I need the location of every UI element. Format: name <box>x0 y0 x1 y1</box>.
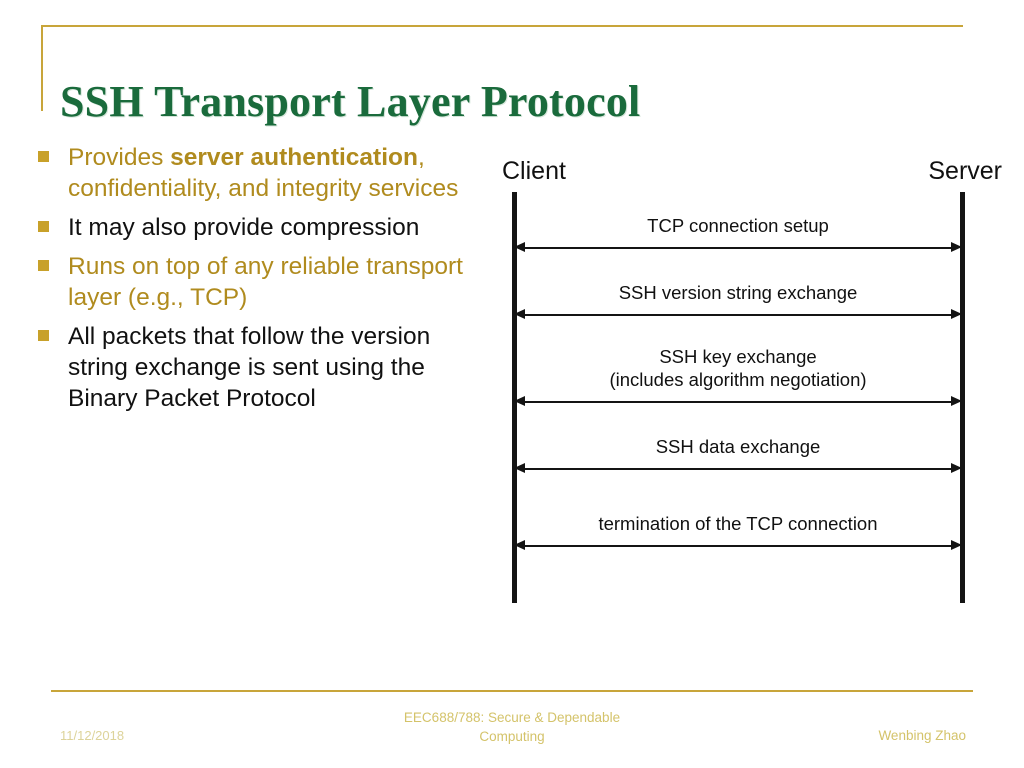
footer-divider <box>51 690 973 692</box>
arrow-head-right-icon <box>951 242 962 252</box>
footer-date: 11/12/2018 <box>60 728 125 743</box>
list-item: Runs on top of any reliable transport la… <box>30 251 490 313</box>
page-title: SSH Transport Layer Protocol <box>60 77 641 127</box>
arrow-shaft <box>521 401 955 403</box>
square-bullet-icon <box>38 330 49 341</box>
arrow-shaft <box>521 468 955 470</box>
arrow-head-left-icon <box>514 242 525 252</box>
arrow-head-right-icon <box>951 309 962 319</box>
message-3-arrow <box>514 396 962 407</box>
arrow-head-right-icon <box>951 396 962 406</box>
bullet-list: Provides server authentication, confiden… <box>30 142 490 422</box>
arrow-head-right-icon <box>951 463 962 473</box>
footer-course-line1: EEC688/788: Secure & Dependable <box>403 710 621 725</box>
arrow-head-right-icon <box>951 540 962 550</box>
message-5-arrow <box>514 540 962 551</box>
message-3-label-line2: (includes algorithm negotiation) <box>609 369 867 390</box>
message-4-arrow <box>514 463 962 474</box>
bullet-1-segment-2: server authentication <box>170 144 418 171</box>
arrow-shaft <box>521 545 955 547</box>
footer-author: Wenbing Zhao <box>878 728 966 743</box>
sequence-diagram: Client Server TCP connection setup SSH v… <box>502 148 1008 610</box>
arrow-head-left-icon <box>514 540 525 550</box>
message-1-label: TCP connection setup <box>647 215 829 236</box>
bullet-text-4: All packets that follow the version stri… <box>68 323 431 412</box>
bullet-text-2: It may also provide compression <box>68 214 420 241</box>
bullet-1-segment-3: , confidentiality, and integrity service… <box>68 144 459 202</box>
actor-label-server: Server <box>928 157 1002 185</box>
list-item: It may also provide compression <box>30 212 490 243</box>
arrow-shaft <box>521 247 955 249</box>
bullet-text-3: Runs on top of any reliable transport la… <box>68 253 463 311</box>
arrow-head-left-icon <box>514 463 525 473</box>
footer-course-line2: Computing <box>479 729 545 744</box>
bullet-text-1: Provides server authentication, confiden… <box>68 142 490 204</box>
message-1-arrow <box>514 242 962 253</box>
arrow-head-left-icon <box>514 396 525 406</box>
list-item: Provides server authentication, confiden… <box>30 142 490 204</box>
square-bullet-icon <box>38 260 49 271</box>
title-top-rule <box>41 25 963 27</box>
message-5-label: termination of the TCP connection <box>598 513 878 534</box>
message-4-label: SSH data exchange <box>655 436 821 457</box>
message-3-label-line1: SSH key exchange <box>659 346 817 367</box>
message-2-arrow <box>514 309 962 320</box>
footer-course: EEC688/788: Secure & Dependable Computin… <box>362 708 662 746</box>
bullet-1-segment-1: Provides <box>68 144 171 171</box>
list-item: All packets that follow the version stri… <box>30 321 490 414</box>
title-left-rule <box>41 25 43 111</box>
message-2-label: SSH version string exchange <box>618 282 858 303</box>
actor-label-client: Client <box>502 157 566 185</box>
lifeline-server <box>960 192 965 603</box>
arrow-head-left-icon <box>514 309 525 319</box>
arrow-shaft <box>521 314 955 316</box>
square-bullet-icon <box>38 151 49 162</box>
square-bullet-icon <box>38 221 49 232</box>
footer: 11/12/2018 EEC688/788: Secure & Dependab… <box>0 700 1024 758</box>
